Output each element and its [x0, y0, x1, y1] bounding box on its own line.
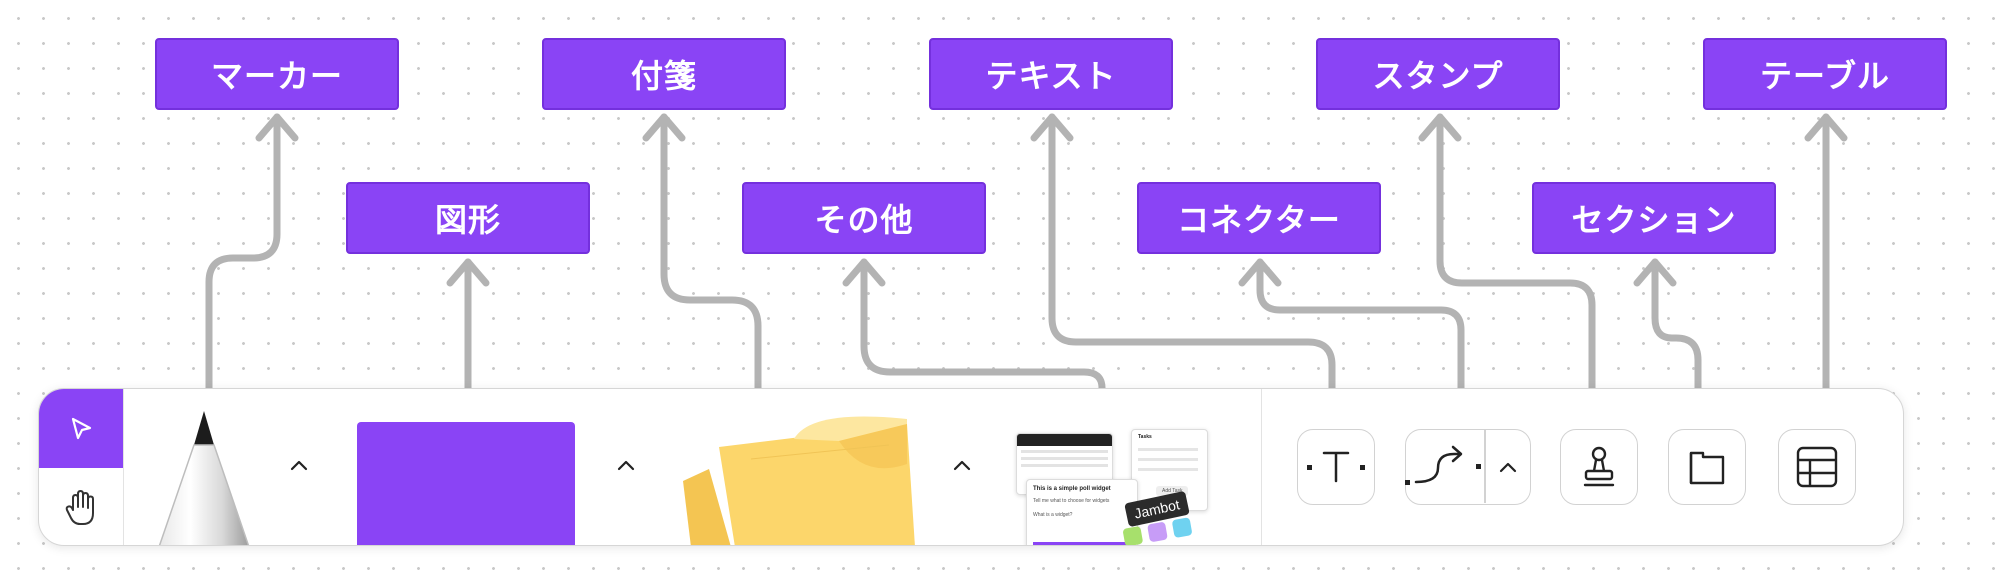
- chevron-up-icon: [290, 460, 308, 471]
- mode-switcher: [39, 389, 124, 545]
- connector-options-caret[interactable]: [1486, 430, 1530, 503]
- connector-section: [1651, 258, 1702, 392]
- shape-options-caret[interactable]: [608, 447, 644, 483]
- connector-connector: [1256, 258, 1465, 392]
- pointer-arrow-icon: [71, 417, 92, 439]
- label-stamp: スタンプ: [1316, 38, 1560, 110]
- arrowhead-section: [1633, 258, 1677, 287]
- connector-split-divider: [1484, 430, 1486, 503]
- connector-text: [1048, 113, 1336, 392]
- label-shape: 図形: [346, 182, 590, 254]
- hand-icon: [65, 489, 94, 525]
- label-other: その他: [742, 182, 986, 254]
- select-tool-button[interactable]: [39, 389, 123, 468]
- label-marker: マーカー: [155, 38, 399, 110]
- section-tool-button[interactable]: [1668, 429, 1746, 505]
- table-grid-icon: [1796, 446, 1838, 488]
- poll-title: This is a simple poll widget: [1033, 486, 1111, 492]
- arrowhead-table: [1804, 113, 1848, 142]
- text-tool-button[interactable]: [1297, 429, 1375, 505]
- tasks-title: Tasks: [1138, 434, 1152, 440]
- label-connector: コネクター: [1137, 182, 1381, 254]
- label-text: テキスト: [929, 38, 1173, 110]
- sticky-note-icon: [683, 416, 915, 545]
- text-t-icon: [1307, 451, 1365, 483]
- stamp-icon: [1583, 446, 1615, 487]
- arrowhead-connector: [1238, 258, 1282, 287]
- stamp-tool-button[interactable]: [1560, 429, 1638, 505]
- shape-tool-button[interactable]: [357, 422, 575, 545]
- table-tool-button[interactable]: [1778, 429, 1856, 505]
- label-sticky: 付箋: [542, 38, 786, 110]
- marker-options-caret[interactable]: [281, 447, 317, 483]
- arrowhead-sticky: [642, 113, 686, 142]
- connector-marker: [205, 113, 281, 392]
- widget-poll-card: This is a simple poll widget Tell me wha…: [1026, 479, 1138, 545]
- arrowhead-stamp: [1418, 113, 1462, 142]
- tasks-add-button: Add Task: [1156, 486, 1189, 496]
- marker-tool-button[interactable]: [149, 409, 259, 545]
- widget-tasks-card: Tasks Add Task: [1131, 429, 1208, 511]
- sticky-note-tool-button[interactable]: [639, 409, 939, 545]
- widgets-tool-button[interactable]: Tasks Add Task This is a simple poll wid…: [1016, 429, 1216, 545]
- curved-arrow-icon: [1405, 445, 1481, 485]
- arrowhead-shape: [446, 258, 490, 287]
- label-section: セクション: [1532, 182, 1776, 254]
- poll-question: What is a widget?: [1033, 512, 1073, 518]
- marker-pen-icon: [158, 411, 250, 545]
- chevron-up-icon: [617, 460, 635, 471]
- toolbar-divider: [1261, 389, 1262, 545]
- chevron-up-icon: [953, 460, 971, 471]
- connector-stamp: [1436, 113, 1596, 392]
- arrowhead-text: [1030, 113, 1074, 142]
- arrowhead-other: [842, 258, 886, 287]
- chevron-up-icon: [1499, 462, 1517, 472]
- connector-other: [860, 258, 1106, 392]
- poll-subtitle: Tell me what to choose for widgets: [1033, 498, 1110, 504]
- arrowhead-marker: [255, 113, 299, 142]
- bottom-toolbar: Tasks Add Task This is a simple poll wid…: [38, 388, 1904, 546]
- connector-tool-button[interactable]: [1405, 429, 1531, 505]
- section-frame-icon: [1689, 451, 1725, 485]
- connector-sticky: [660, 113, 762, 392]
- sticky-options-caret[interactable]: [944, 447, 980, 483]
- label-table: テーブル: [1703, 38, 1947, 110]
- hand-tool-button[interactable]: [39, 468, 123, 545]
